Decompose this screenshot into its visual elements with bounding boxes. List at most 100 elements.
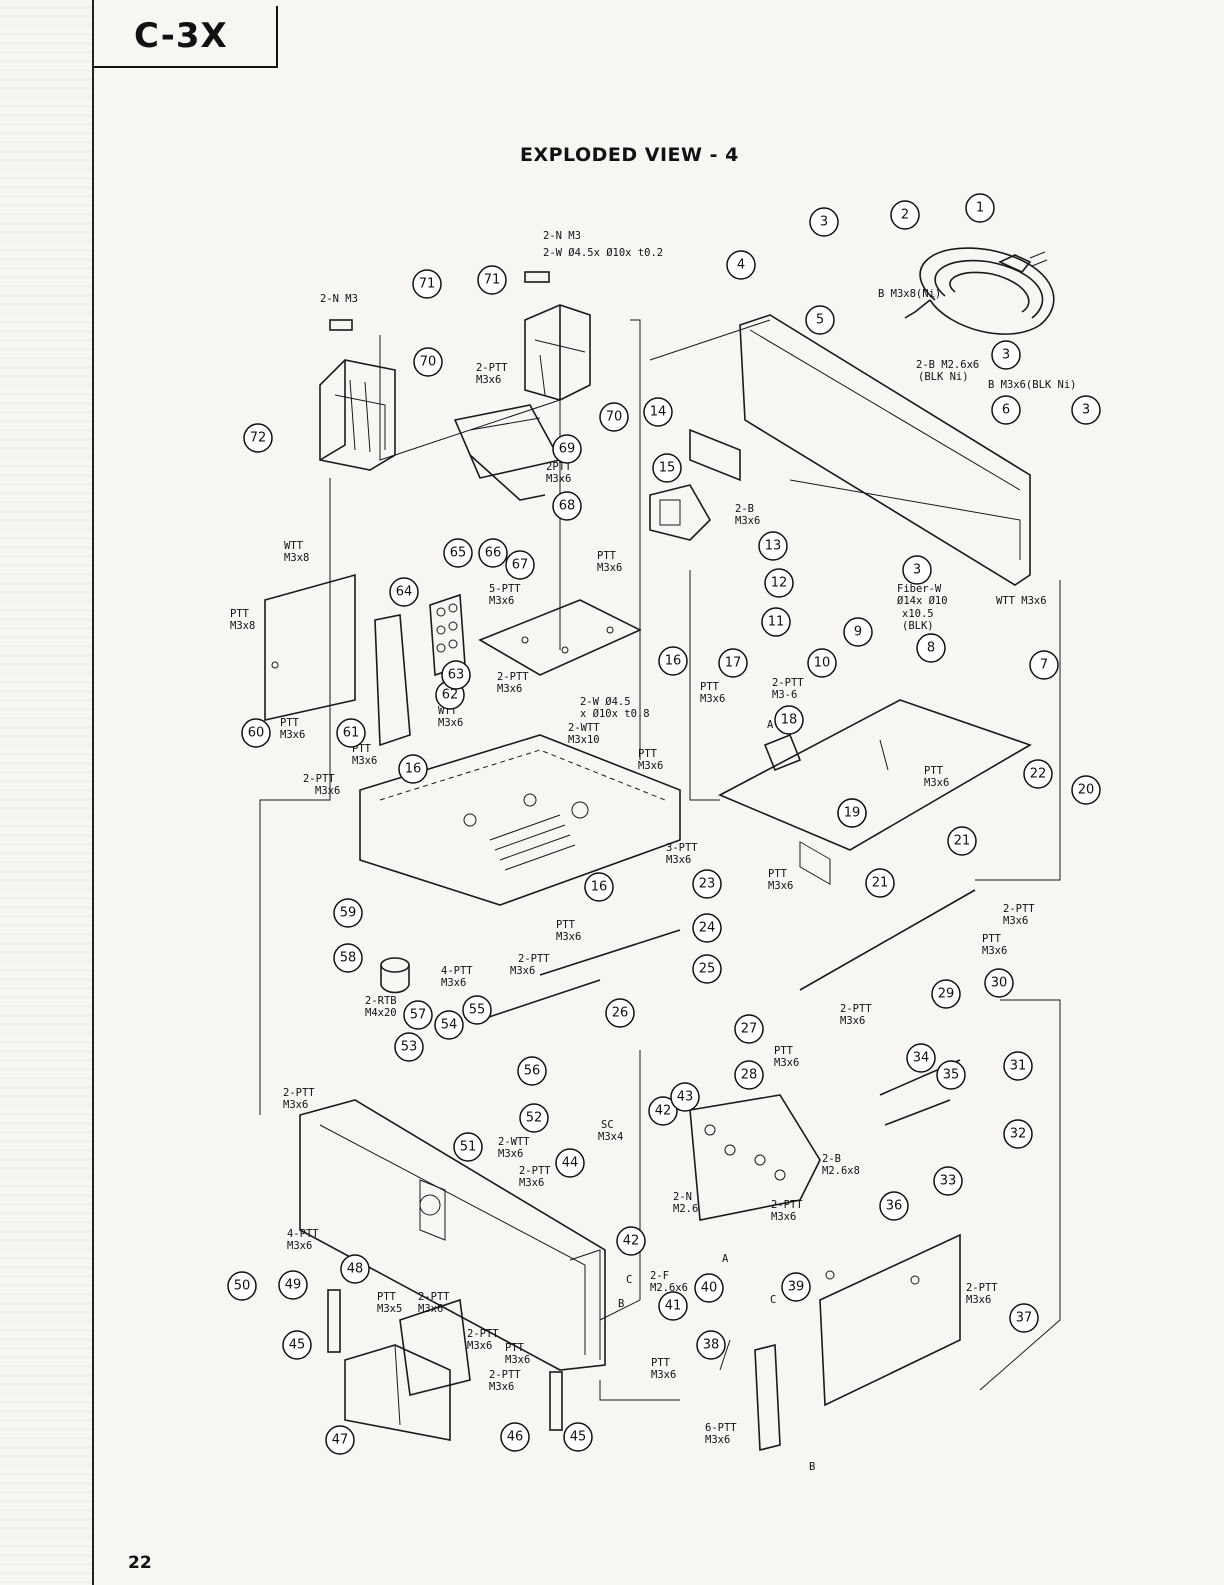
- part-annotation: PTT: [556, 919, 576, 931]
- callout-circle: [906, 1043, 936, 1073]
- part-annotation: (BLK Ni): [918, 371, 969, 383]
- part-annotation: PTT: [377, 1291, 397, 1303]
- callout-number: 44: [562, 1156, 579, 1171]
- callout-71: 71: [412, 269, 442, 299]
- callout-34: 34: [906, 1043, 936, 1073]
- callout-number: 49: [285, 1278, 302, 1293]
- callout-number: 3: [820, 215, 828, 230]
- foot-part: [380, 957, 410, 994]
- callout-circle: [805, 305, 835, 335]
- chassis-plate-part: [359, 734, 681, 906]
- callout-number: 30: [991, 976, 1008, 991]
- part-annotation: M3x6: [768, 880, 793, 892]
- callout-number: 4: [737, 258, 745, 273]
- callout-circle: [1003, 1119, 1033, 1149]
- part-annotation: 2-B: [735, 503, 754, 515]
- callout-number: 59: [340, 906, 357, 921]
- callout-number: 2: [901, 208, 909, 223]
- callout-circle: [965, 193, 995, 223]
- callout-2: 2: [890, 200, 920, 230]
- part-annotation: M3x8: [230, 620, 255, 632]
- callout-number: 37: [1016, 1311, 1033, 1326]
- callout-number: 38: [703, 1338, 720, 1353]
- callout-6: 6: [991, 395, 1021, 425]
- callout-55: 55: [462, 995, 492, 1025]
- callout-number: 57: [410, 1008, 427, 1023]
- callout-40: 40: [694, 1273, 724, 1303]
- part-annotation: PTT: [982, 933, 1002, 945]
- callout-number: 13: [765, 539, 782, 554]
- callout-circle: [333, 943, 363, 973]
- callout-circle: [774, 705, 804, 735]
- callout-number: 45: [570, 1430, 587, 1445]
- callout-number: 70: [606, 410, 623, 425]
- part-annotation: 2-B M2.6x6: [916, 359, 979, 371]
- callout-circle: [643, 397, 673, 427]
- callout-36: 36: [879, 1191, 909, 1221]
- callout-24: 24: [692, 913, 722, 943]
- callout-number: 54: [441, 1018, 458, 1033]
- part-annotation: 2-N M3: [320, 293, 358, 305]
- callout-number: 27: [741, 1022, 758, 1037]
- callout-61: 61: [336, 718, 366, 748]
- part-annotation: M3x5: [377, 1303, 402, 1315]
- callout-number: 64: [396, 585, 413, 600]
- part-annotation: PTT: [924, 765, 944, 777]
- part-annotation: PTT: [597, 550, 617, 562]
- part-annotation: M3x6: [418, 1303, 443, 1315]
- callout-circle: [616, 1226, 646, 1256]
- callout-16: 16: [398, 754, 428, 784]
- callout-number: 10: [814, 656, 831, 671]
- callout-58: 58: [333, 943, 363, 973]
- callout-circle: [605, 998, 635, 1028]
- shaft-part: [479, 889, 976, 1126]
- right-pcb-part: [718, 699, 1032, 851]
- callout-circle: [658, 646, 688, 676]
- part-annotation: 6-PTT: [705, 1422, 737, 1434]
- callout-circle: [241, 718, 271, 748]
- callout-circle: [890, 200, 920, 230]
- part-annotation: M3x6: [519, 1177, 544, 1189]
- callout-number: 21: [954, 834, 971, 849]
- part-annotation: 2-PTT: [840, 1003, 872, 1015]
- callout-number: 71: [419, 277, 436, 292]
- part-annotation: M2.6x8: [822, 1165, 860, 1177]
- callout-number: 52: [526, 1111, 543, 1126]
- part-annotation: B M3x8(Ni): [878, 288, 941, 300]
- callout-number: 6: [1002, 403, 1010, 418]
- callout-50: 50: [227, 1271, 257, 1301]
- callout-43: 43: [670, 1082, 700, 1112]
- callout-circle: [398, 754, 428, 784]
- callout-number: 42: [655, 1104, 672, 1119]
- callout-46: 46: [500, 1422, 530, 1452]
- callout-number: 68: [559, 499, 576, 514]
- callout-number: 11: [768, 615, 785, 630]
- callout-circle: [947, 826, 977, 856]
- callout-32: 32: [1003, 1119, 1033, 1149]
- callout-26: 26: [605, 998, 635, 1028]
- callout-47: 47: [325, 1425, 355, 1455]
- callout-67: 67: [505, 550, 535, 580]
- callout-circle: [477, 265, 507, 295]
- part-annotation: 2-W Ø4.5: [580, 696, 631, 708]
- part-annotation: M3x6: [497, 683, 522, 695]
- part-annotation: M4x20: [365, 1007, 397, 1019]
- callout-35: 35: [936, 1060, 966, 1090]
- part-annotation: 2-PTT: [418, 1291, 450, 1303]
- callout-25: 25: [692, 954, 722, 984]
- callout-number: 61: [343, 726, 360, 741]
- part-annotation: 2-PTT: [772, 677, 804, 689]
- callout-53: 53: [394, 1032, 424, 1062]
- callout-circle: [243, 423, 273, 453]
- callout-7: 7: [1029, 650, 1059, 680]
- part-annotation: M3x6: [315, 785, 340, 797]
- callout-number: 3: [913, 563, 921, 578]
- callout-3: 3: [902, 555, 932, 585]
- callout-circle: [462, 995, 492, 1025]
- callout-27: 27: [734, 1014, 764, 1044]
- part-annotation: 4-PTT: [287, 1228, 319, 1240]
- part-annotation: M3x6: [438, 717, 463, 729]
- callout-number: 60: [248, 726, 265, 741]
- callout-circle: [843, 617, 873, 647]
- assembly-guide-lines: [259, 319, 1061, 1401]
